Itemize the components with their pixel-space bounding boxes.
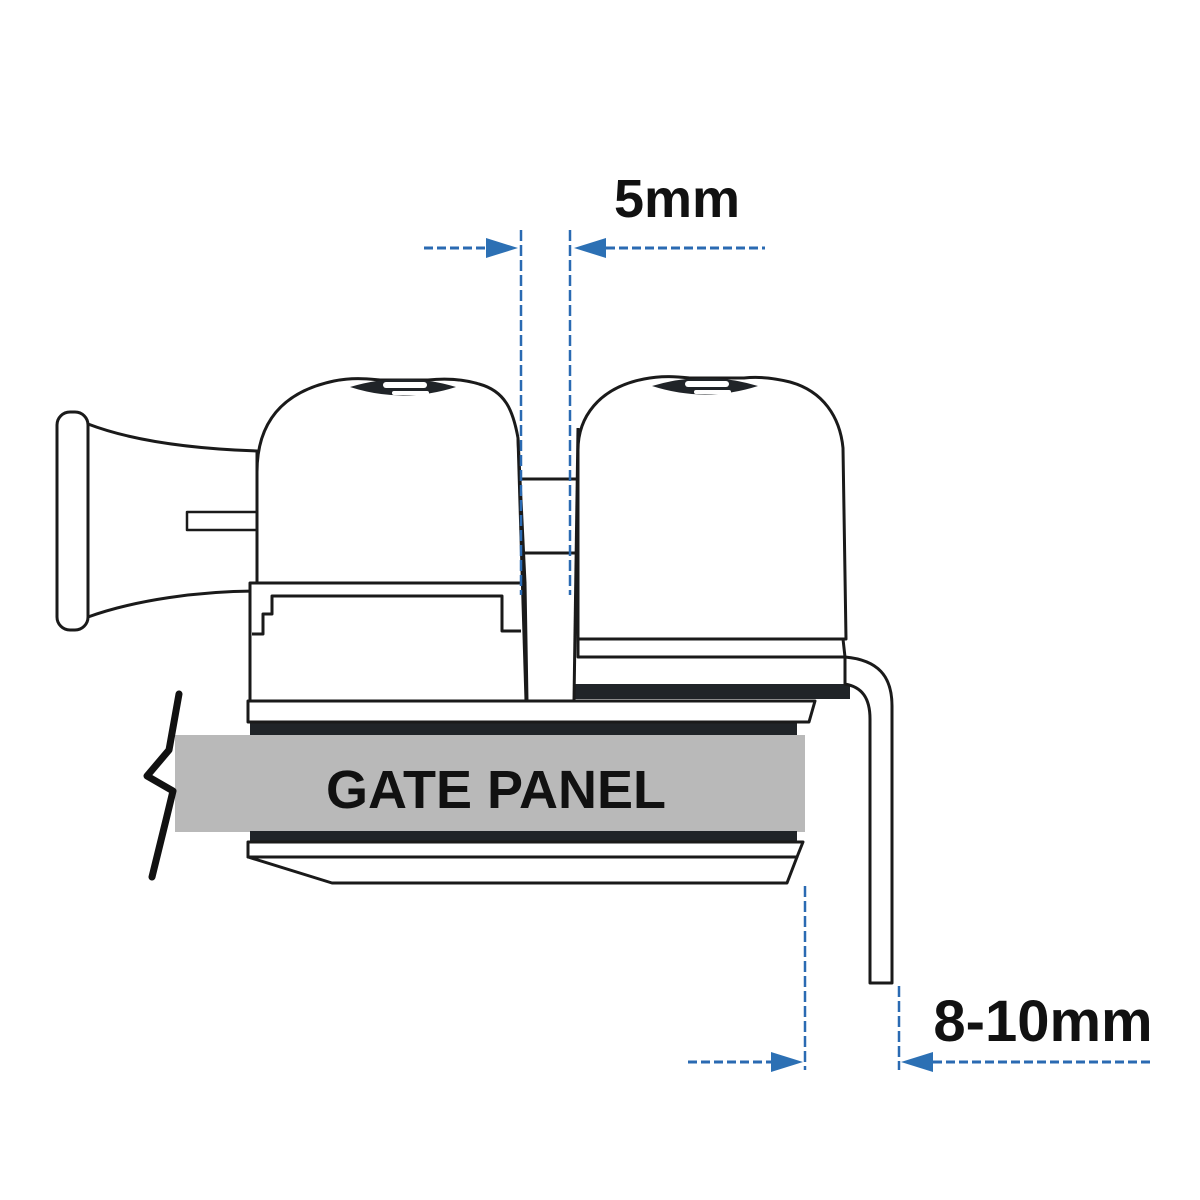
screw-cover-slots: [383, 381, 731, 395]
knob-pin: [185, 510, 259, 532]
dimension-lines: [424, 230, 1152, 1070]
gate-panel-label: GATE PANEL: [326, 760, 666, 820]
mounting-plates: [246, 699, 817, 885]
bottom-dimension-label: 8-10mm: [933, 989, 1152, 1054]
bottom-mounting-plate: [246, 840, 805, 859]
latch-screw-slot-lower: [392, 391, 429, 395]
arrow-right-icon: [486, 238, 518, 258]
top-mounting-plate: [246, 699, 817, 724]
pull-knob: [55, 410, 259, 632]
striker-screw-slot-lower: [694, 390, 731, 394]
striker-screw-slot: [685, 381, 729, 387]
arrow-right-icon: [771, 1052, 803, 1072]
gap-right-edge: [572, 427, 580, 702]
latch-base-groove: [252, 594, 521, 636]
striker-dome: [576, 375, 848, 641]
bottom-plate-chamfer: [246, 855, 799, 885]
rubber-pads: [250, 378, 850, 842]
knob-end-cap: [55, 410, 90, 632]
panel-break-line: [143, 690, 183, 881]
diagram-labels: 5mm GATE PANEL 8-10mm: [326, 169, 1153, 1054]
striker-rubber-pad: [573, 684, 850, 699]
latch-base: [248, 581, 529, 703]
striker-bracket: [843, 655, 894, 985]
latch-body: [248, 377, 529, 703]
striker-body: [576, 375, 848, 659]
top-rubber-pad: [250, 723, 797, 735]
arrow-left-icon: [574, 238, 606, 258]
latch-screw-slot: [383, 382, 427, 388]
latch-dome: [255, 377, 527, 585]
arrow-left-icon: [901, 1052, 933, 1072]
bottom-rubber-pad: [250, 831, 797, 842]
striker-base-plate: [576, 637, 847, 659]
gate-panel: [175, 735, 805, 832]
top-dimension-label: 5mm: [614, 169, 740, 229]
dimension-arrows: [486, 238, 933, 1072]
